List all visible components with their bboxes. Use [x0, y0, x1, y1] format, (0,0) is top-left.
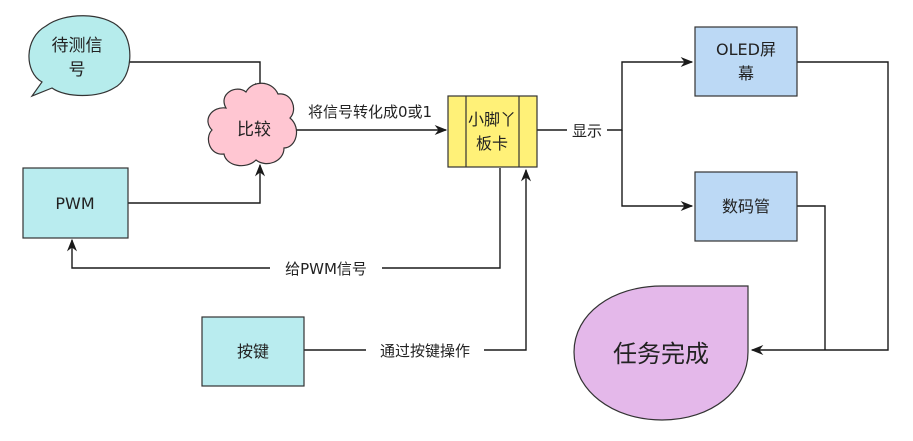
node-pwm: PWM [22, 167, 129, 239]
node-seg: 数码管 [694, 171, 798, 242]
node-done: 任务完成 [573, 285, 749, 421]
edge-seg-to-done [797, 205, 826, 350]
edge-label-display: 显示 [572, 122, 602, 140]
node-pwm-label: PWM [55, 194, 94, 213]
edge-pwm-to-compare [128, 163, 266, 204]
node-key: 按键 [201, 316, 305, 387]
node-oled: OLED屏 幕 [694, 26, 798, 97]
node-done-label: 任务完成 [613, 340, 709, 368]
node-signal-line2: 号 [69, 60, 86, 80]
node-compare-label: 比较 [237, 120, 271, 140]
edge-card-to-pwm [66, 168, 501, 269]
node-signal-line1: 待测信 [52, 36, 103, 56]
edge-label-to-card: 将信号转化成0或1 [308, 103, 432, 121]
node-card-line1: 小脚丫 [468, 110, 516, 129]
edge-label-give-pwm: 给PWM信号 [285, 260, 367, 278]
edge-display-branch-seg [621, 130, 694, 212]
node-seg-label: 数码管 [722, 197, 770, 216]
node-card: 小脚丫 板卡 [447, 95, 538, 168]
node-oled-line1: OLED屏 [716, 40, 776, 59]
edge-card-to-displays [537, 56, 694, 131]
edge-label-by-key: 通过按键操作 [380, 342, 470, 360]
node-card-line2: 板卡 [476, 134, 508, 153]
node-compare: 比较 [207, 82, 298, 167]
edge-oled-to-done [750, 61, 889, 356]
node-signal: 待测信 号 [28, 15, 131, 98]
node-oled-line2: 幕 [738, 64, 754, 83]
node-key-label: 按键 [237, 342, 269, 361]
